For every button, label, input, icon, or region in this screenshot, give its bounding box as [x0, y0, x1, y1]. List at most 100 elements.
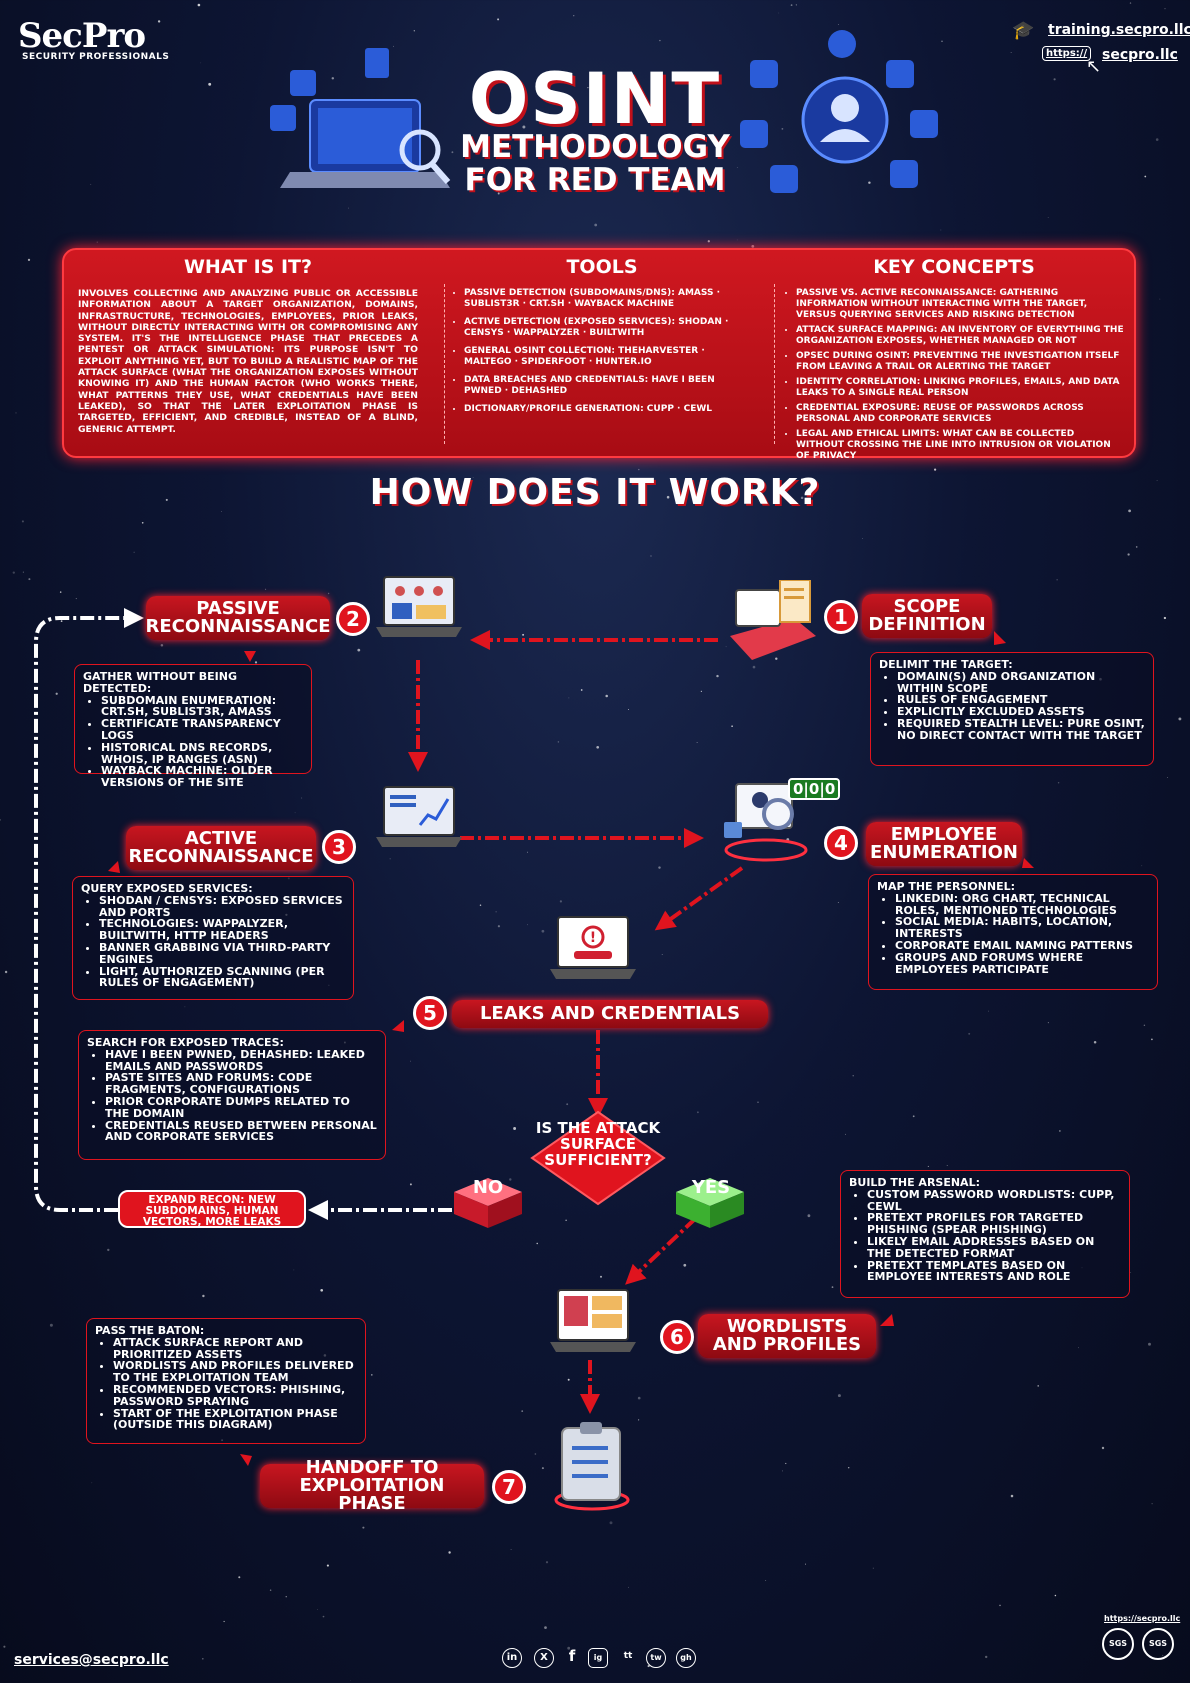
star	[778, 12, 780, 14]
star	[107, 1248, 110, 1252]
star	[837, 1394, 841, 1398]
badge-url[interactable]: https://secpro.llc	[1104, 1614, 1181, 1623]
star	[522, 633, 525, 636]
network-user-illustration-icon	[740, 30, 938, 193]
star	[536, 1242, 538, 1245]
step-1-details: DELIMIT THE TARGET: Domain(s) and organi…	[870, 652, 1154, 766]
step-4-item: Social media: habits, location, interest…	[895, 916, 1149, 940]
tool-item: Active detection (exposed services): Sho…	[464, 317, 752, 339]
brand-tagline: SECURITY PROFESSIONALS	[22, 52, 170, 62]
step-5-details: SEARCH FOR EXPOSED TRACES: Have I Been P…	[78, 1030, 386, 1160]
star	[807, 1214, 811, 1218]
star	[757, 1101, 759, 1103]
step-1-item: Domain(s) and organization within scope	[897, 670, 1145, 695]
step-7-heading: PASS THE BATON:	[95, 1324, 205, 1337]
star	[413, 30, 415, 32]
star	[410, 1060, 412, 1062]
tool-item: General OSINT collection: theHarvester ·…	[464, 346, 752, 368]
star	[752, 665, 756, 669]
contact-email-link[interactable]: services@secpro.llc	[14, 1652, 169, 1668]
star	[197, 3, 201, 7]
clipboard-checklist-icon	[554, 1422, 630, 1511]
step-5-number: 5	[413, 996, 447, 1030]
training-link[interactable]: training.secpro.llc	[1048, 22, 1190, 38]
star	[1047, 1022, 1049, 1024]
step-1-number: 1	[824, 600, 858, 634]
how-does-it-work-heading: HOW DOES IT WORK?	[369, 472, 821, 513]
star	[683, 1263, 687, 1267]
twitch-icon[interactable]: tw	[646, 1648, 666, 1668]
star	[837, 24, 839, 26]
star	[317, 1609, 318, 1611]
step-1-item: Explicitly excluded assets	[897, 706, 1145, 718]
star	[566, 1103, 569, 1106]
star	[3, 1645, 6, 1648]
step-3-item: Light, authorized scanning (per rules of…	[99, 965, 345, 990]
star	[1010, 52, 1012, 53]
star	[160, 643, 164, 647]
star	[559, 900, 563, 903]
step-2-heading: GATHER WITHOUT BEING DETECTED:	[83, 670, 237, 695]
star	[326, 1564, 329, 1567]
step-6-heading: BUILD THE ARSENAL:	[849, 1176, 980, 1189]
star	[96, 241, 98, 243]
star	[527, 851, 528, 853]
step-7-item: Recommended vectors: phishing, password …	[113, 1384, 357, 1408]
star	[568, 697, 570, 699]
step-5-item: Credentials reused between personal and …	[105, 1119, 377, 1144]
github-icon[interactable]: gh	[676, 1648, 696, 1668]
star	[472, 477, 474, 479]
star	[91, 1482, 93, 1484]
cursor-icon: ↖	[1086, 56, 1102, 77]
step-2-item: Subdomain enumeration: crt.sh, Sublist3r…	[101, 694, 303, 719]
step-3-heading: QUERY EXPOSED SERVICES:	[81, 882, 253, 895]
star	[731, 725, 733, 728]
facebook-icon[interactable]: f	[568, 1647, 576, 1665]
step-2-item: Wayback Machine: older versions of the s…	[101, 765, 303, 789]
concept-item: OPSEC during OSINT: preventing the inves…	[796, 351, 1124, 373]
star	[141, 521, 144, 524]
step-1-label: SCOPE DEFINITION	[862, 594, 992, 638]
step-2-details: GATHER WITHOUT BEING DETECTED: Subdomain…	[74, 664, 312, 788]
info-panel: WHAT IS IT? Involves collecting and anal…	[62, 248, 1136, 461]
star	[479, 904, 482, 907]
step-1-item: Required stealth level: pure OSINT, no d…	[897, 718, 1145, 742]
star	[1130, 1272, 1132, 1274]
instagram-icon[interactable]: ig	[588, 1648, 608, 1668]
star	[409, 1183, 412, 1186]
star	[1101, 1446, 1105, 1450]
star	[837, 901, 839, 903]
star	[600, 1275, 602, 1278]
star	[912, 1115, 915, 1118]
star	[868, 181, 871, 184]
star	[1156, 480, 1158, 482]
laptop-analytics-icon	[376, 786, 462, 847]
yes-label: YES	[691, 1177, 731, 1198]
x-twitter-icon[interactable]: X	[534, 1648, 554, 1668]
no-cube-icon	[454, 1178, 522, 1228]
star	[327, 592, 330, 595]
star	[628, 709, 629, 710]
star	[638, 468, 640, 471]
step-6-item: Pretext profiles for targeted phishing (…	[867, 1212, 1121, 1236]
star	[1143, 1024, 1146, 1027]
star	[934, 468, 937, 471]
star	[0, 819, 2, 821]
laptop-alert-icon: !	[550, 916, 636, 979]
star	[1128, 509, 1131, 513]
step-6-details: BUILD THE ARSENAL: Custom password wordl…	[840, 1170, 1130, 1298]
star	[845, 1133, 846, 1135]
star	[510, 1549, 512, 1550]
star	[573, 15, 575, 17]
star	[1164, 8, 1166, 10]
star	[1057, 782, 1060, 784]
linkedin-icon[interactable]: in	[502, 1648, 522, 1668]
decision-question: IS THE ATTACK SURFACE SUFFICIENT?	[535, 1119, 661, 1169]
star	[521, 1410, 524, 1412]
tiktok-icon[interactable]: tt	[623, 1651, 633, 1661]
step-2-label: PASSIVE RECONNAISSANCE	[145, 596, 331, 640]
brand-logo[interactable]: SecPro	[18, 16, 146, 56]
step-6-label: WORDLISTS AND PROFILES	[698, 1314, 876, 1358]
star	[285, 1596, 287, 1598]
site-link[interactable]: secpro.llc	[1102, 47, 1178, 63]
